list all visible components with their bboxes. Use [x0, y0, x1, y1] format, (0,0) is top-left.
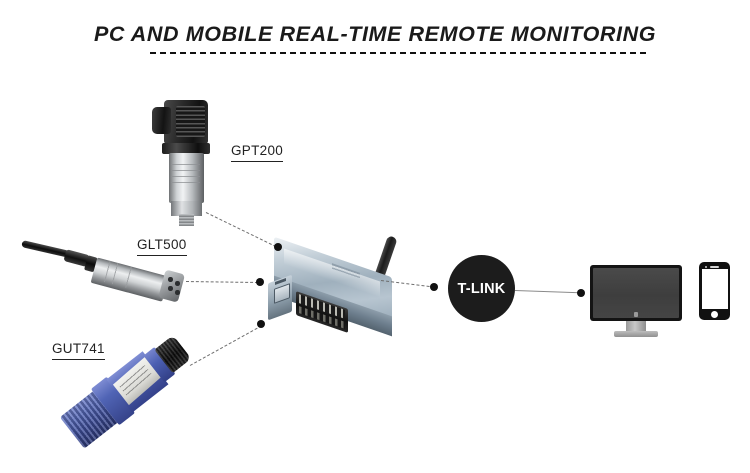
connector-dot-tlink-in [430, 283, 438, 291]
monitor-stand-neck [626, 321, 646, 332]
connector-dot-monitor [577, 289, 585, 297]
transmitter-body-label [172, 162, 200, 192]
monitor-logo [634, 312, 638, 317]
device-label-glt500: GLT500 [137, 237, 187, 256]
device-label-gpt200: GPT200 [231, 143, 284, 162]
tlink-label: T-LINK [457, 280, 506, 297]
ultrasonic-level-sensor-icon [59, 334, 212, 465]
sensor-cap-hole [168, 286, 173, 291]
sensor-cap-hole [168, 277, 173, 282]
wireless-gateway-icon [268, 232, 428, 337]
connector-dot-gpt200 [274, 243, 282, 251]
sensor-cap-hole [175, 290, 180, 295]
connector-gut741-to-gateway [189, 327, 258, 366]
submersible-level-sensor-icon [21, 232, 187, 303]
connector-glt500-to-gateway [185, 281, 258, 284]
connector-dot-glt500 [256, 278, 264, 286]
page-title: PC AND MOBILE REAL-TIME REMOTE MONITORIN… [93, 22, 657, 46]
pressure-transmitter-icon [150, 100, 222, 226]
phone-home-button [711, 311, 718, 318]
sensor-cap-hole [175, 281, 180, 286]
sensor-cable [21, 240, 70, 258]
transmitter-hex-nut [171, 201, 202, 216]
smartphone-icon [699, 262, 730, 320]
connector-dot-gut741 [257, 320, 265, 328]
title-divider [150, 52, 646, 54]
phone-camera [705, 265, 707, 268]
phone-screen [701, 269, 728, 309]
transmitter-thread [179, 214, 194, 226]
monitor-bezel [590, 265, 682, 321]
cloud-platform-badge-icon[interactable]: T-LINK [448, 255, 515, 322]
connector-tlink-to-monitor [514, 290, 583, 294]
transmitter-collar [162, 143, 210, 154]
desktop-monitor-icon [590, 265, 682, 339]
monitor-screen [593, 268, 679, 318]
transmitter-head-ribs [176, 106, 205, 137]
connector-gpt200-to-gateway [205, 212, 277, 248]
phone-speaker [710, 265, 719, 268]
device-label-gut741: GUT741 [52, 341, 105, 360]
transmitter-cable-plug [152, 107, 171, 134]
monitor-stand-base [614, 331, 658, 337]
